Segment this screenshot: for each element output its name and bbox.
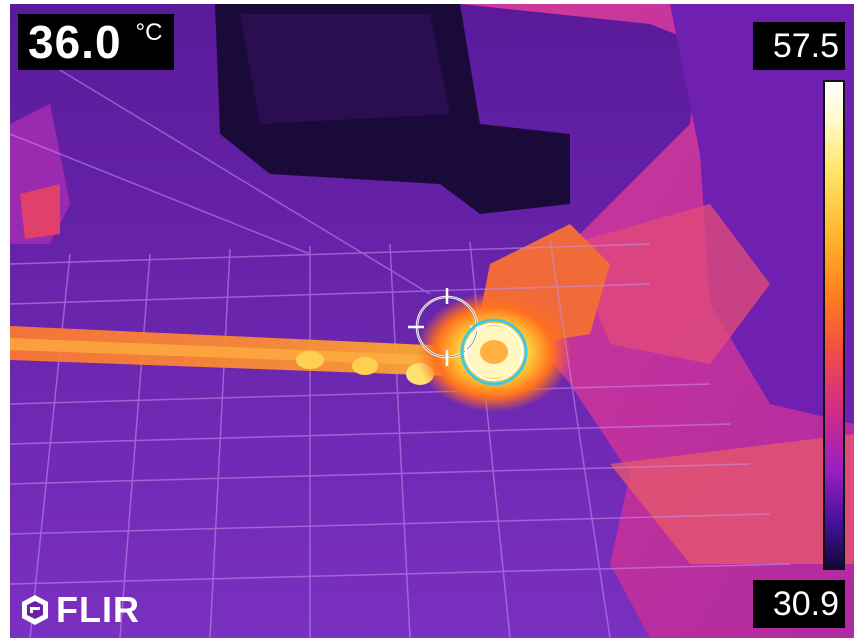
hotspot-marker-icon [460,318,528,386]
scale-max-temperature: 57.5 [753,22,845,70]
brand-name: FLIR [56,589,140,630]
scale-min-temperature: 30.9 [753,580,845,628]
brand-logo: FLIR [18,590,140,630]
spot-temperature-readout: 36.0 °C [18,14,175,70]
thermal-scene [10,4,854,638]
flir-logo-icon [22,595,48,625]
spot-temperature-value: 36.0 [28,16,122,68]
temperature-color-scale [823,80,845,570]
thermal-image [10,4,854,638]
spot-temperature-unit: °C [135,19,163,46]
crosshair-icon [408,288,486,366]
